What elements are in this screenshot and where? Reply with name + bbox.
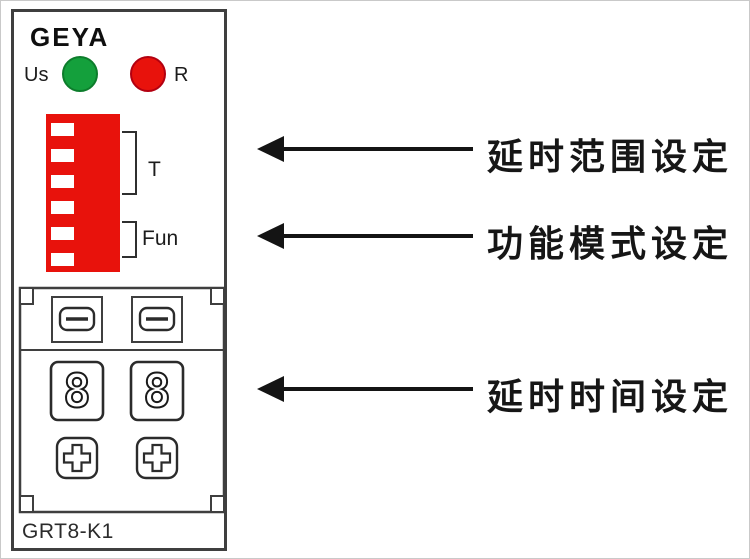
dip-switch-2 bbox=[51, 149, 74, 162]
phillips-screw-left bbox=[55, 436, 99, 480]
annotation-delay-time-setting: 延时时间设定 bbox=[487, 376, 734, 417]
arrow-left-icon-function-mode bbox=[257, 223, 284, 249]
annotation-function-mode-setting: 功能模式设定 bbox=[487, 223, 734, 264]
dip-switch-5 bbox=[51, 227, 74, 240]
device-panel: GEYA Us R T Fun bbox=[11, 9, 227, 551]
brand-logo: GEYA bbox=[30, 22, 110, 52]
arrow-line-delay-range bbox=[282, 147, 473, 151]
screw-terminal-left bbox=[51, 296, 103, 343]
phillips-cross-icon bbox=[62, 443, 92, 473]
r-led-label: R bbox=[174, 64, 189, 86]
us-led-label: Us bbox=[24, 64, 49, 86]
annotation-delay-range-setting: 延时范围设定 bbox=[487, 136, 734, 177]
arrow-line-function-mode bbox=[282, 234, 473, 238]
time-dial-right: 8 bbox=[129, 360, 185, 422]
terminal-block: 8 8 bbox=[18, 286, 226, 514]
terminal-housing-outline bbox=[18, 286, 226, 514]
dip-switch-3 bbox=[51, 175, 74, 188]
fun-group-bracket bbox=[122, 221, 137, 258]
t-group-label: T bbox=[148, 158, 161, 181]
relay-led-icon bbox=[130, 56, 166, 92]
screw-terminal-right bbox=[131, 296, 183, 343]
arrow-left-icon-delay-range bbox=[257, 136, 284, 162]
fun-group-label: Fun bbox=[142, 227, 179, 250]
dip-switch-6 bbox=[51, 253, 74, 266]
power-led-icon bbox=[62, 56, 98, 92]
dial-digit-left: 8 bbox=[63, 364, 91, 418]
model-label: GRT8-K1 bbox=[22, 520, 114, 543]
time-dial-left: 8 bbox=[49, 360, 105, 422]
housing-corner-notches bbox=[19, 287, 225, 513]
phillips-screw-right bbox=[135, 436, 179, 480]
dip-switch-block bbox=[46, 114, 120, 272]
phillips-cross-icon bbox=[142, 443, 172, 473]
dip-switch-4 bbox=[51, 201, 74, 214]
arrow-left-icon-delay-time bbox=[257, 376, 284, 402]
dip-switch-1 bbox=[51, 123, 74, 136]
arrow-line-delay-time bbox=[282, 387, 473, 391]
dial-digit-right: 8 bbox=[143, 364, 171, 418]
t-group-bracket bbox=[122, 131, 137, 195]
